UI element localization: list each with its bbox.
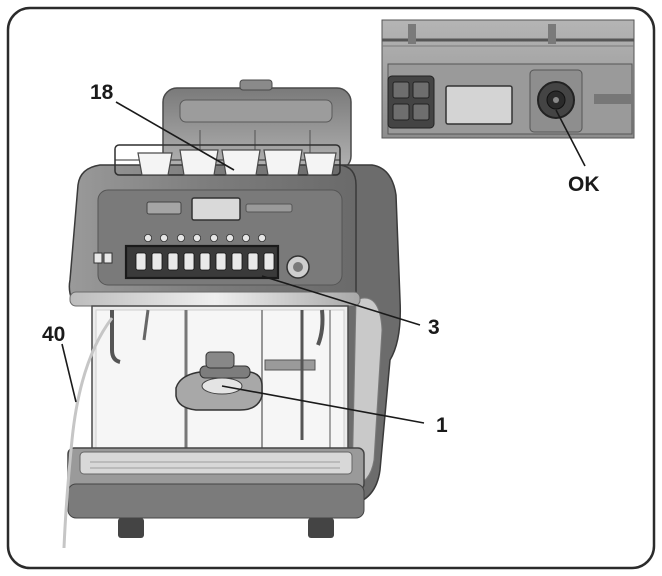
auxiliary-buttons	[93, 252, 113, 264]
leader-18	[115, 101, 235, 171]
ok-knob	[529, 69, 583, 133]
callout-3: 3	[428, 316, 440, 339]
callout-18: 18	[90, 81, 114, 104]
brand-badge	[146, 201, 182, 215]
machine-foot-right	[308, 518, 334, 538]
display-side-strip	[245, 203, 293, 213]
inset-display	[445, 85, 513, 125]
chrome-band	[69, 291, 361, 307]
cup-warmer-rack	[114, 144, 341, 176]
callout-40: 40	[42, 323, 65, 346]
drip-tray	[67, 447, 365, 519]
leader-40	[61, 343, 77, 403]
power-cable	[62, 317, 114, 549]
inset-arrow-keys	[387, 75, 435, 129]
icon-indicator-row	[143, 233, 266, 242]
control-panel-inset	[381, 19, 635, 139]
leader-ok	[555, 109, 586, 167]
machine-foot-left	[118, 518, 144, 538]
rotary-knob	[286, 255, 310, 279]
machine-top-body	[68, 164, 357, 301]
leader-lines	[61, 101, 586, 424]
coffee-machine	[62, 79, 402, 549]
callout-1: 1	[436, 414, 448, 437]
callout-ok: OK	[568, 173, 600, 196]
leader-1	[221, 385, 425, 424]
beverage-keypad	[124, 244, 280, 280]
machine-display	[191, 197, 241, 221]
brewing-compartment	[91, 305, 349, 453]
leader-3	[261, 275, 421, 326]
